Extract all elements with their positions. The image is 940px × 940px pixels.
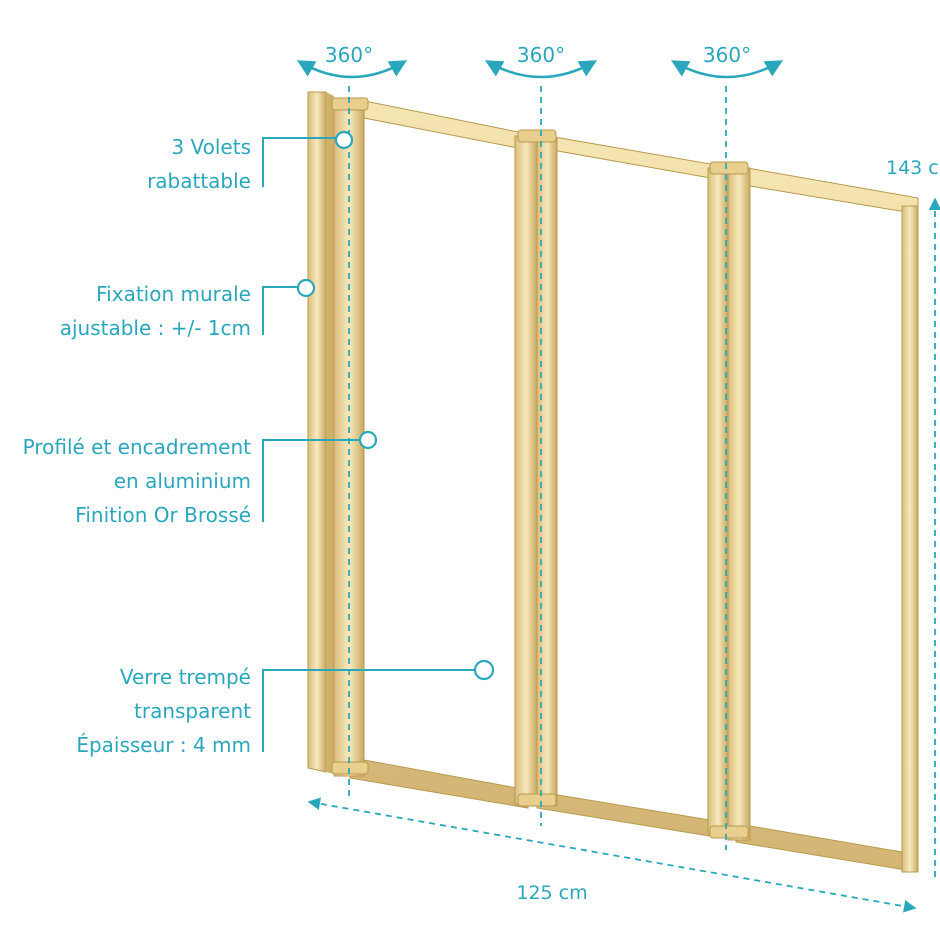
rotation-arrow-1: [296, 60, 408, 79]
callout-fixation-line-2: ajustable : +/- 1cm: [60, 316, 251, 340]
wall-profile: [307, 91, 334, 774]
callout-volets: 3 Volets rabattable: [147, 130, 354, 193]
rotation-arrows: [296, 60, 784, 79]
callout-marker: [358, 430, 378, 450]
width-label: 125 cm: [516, 882, 587, 904]
callout-profile-line-1: Profilé et encadrement: [23, 435, 252, 459]
callout-marker: [473, 659, 495, 681]
rotation-arrow-2: [484, 60, 598, 79]
rotation-label-3: 360°: [703, 43, 751, 67]
height-label: 143 c: [886, 157, 939, 179]
rotation-arrow-3: [670, 60, 784, 79]
callout-glass: Verre trempé transparent Épaisseur : 4 m…: [76, 659, 495, 757]
rotation-label-1: 360°: [325, 43, 373, 67]
panel-1-frame: [333, 97, 538, 809]
callout-glass-line-2: transparent: [134, 699, 251, 723]
callout-marker: [334, 130, 354, 150]
callout-profile-line-2: en aluminium: [114, 469, 251, 493]
callout-profile-line-3: Finition Or Brossé: [75, 503, 251, 527]
callout-marker: [296, 278, 316, 298]
width-dimension-line: [307, 797, 917, 913]
callout-volets-line-1: 3 Volets: [171, 135, 251, 159]
callout-volets-line-2: rabattable: [147, 169, 251, 193]
panel-3-frame: [727, 165, 919, 873]
callout-profile: Profilé et encadrement en aluminium Fini…: [23, 430, 378, 527]
callout-fixation-line-1: Fixation murale: [96, 282, 251, 306]
panel-2-frame: [536, 133, 729, 839]
pivot-axes: [348, 86, 727, 850]
rotation-label-2: 360°: [517, 43, 565, 67]
callout-fixation: Fixation murale ajustable : +/- 1cm: [60, 278, 316, 340]
callout-glass-line-3: Épaisseur : 4 mm: [76, 733, 251, 757]
callout-glass-line-1: Verre trempé: [120, 665, 251, 689]
